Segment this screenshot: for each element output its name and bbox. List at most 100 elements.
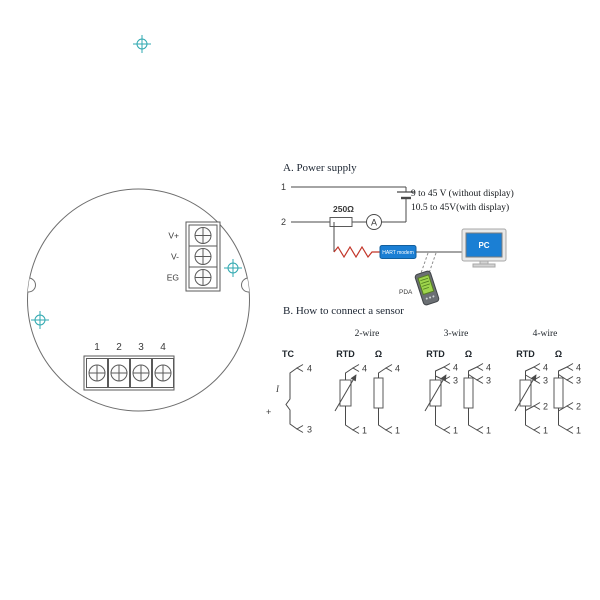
ohm-2wire-connector-4 bbox=[385, 364, 393, 372]
screw-terminal-1[interactable] bbox=[88, 364, 106, 382]
pc-monitor: PC bbox=[461, 228, 507, 268]
rtd-4wire-connector-1 bbox=[533, 426, 541, 434]
ohm-3wire-connector-3 bbox=[476, 376, 484, 384]
ohm-3wire-lead-1 bbox=[468, 408, 478, 431]
ohm-3wire-body bbox=[463, 377, 474, 409]
ohm-3wire-connector-4 bbox=[476, 363, 484, 371]
column-header-2wire: 2-wire bbox=[355, 329, 380, 339]
ohm-2wire-connector-1 bbox=[385, 426, 393, 434]
rtd-3wire-arrow bbox=[424, 374, 447, 412]
rtd-4wire-terminal-4: 4 bbox=[543, 363, 548, 373]
ohm-4wire-connector-2 bbox=[566, 402, 574, 410]
rtd-4wire-lead-3 bbox=[525, 374, 535, 381]
tc-label: TC bbox=[282, 349, 294, 359]
bottom-terminal-block: 1 2 3 4 bbox=[83, 342, 175, 391]
transmitter-housing: V+ V- EG 1 2 3 4 bbox=[27, 35, 250, 412]
ohm-4wire-body bbox=[553, 377, 564, 409]
bottom-block-cell-1 bbox=[86, 358, 108, 388]
rtd-3wire-terminal-3: 3 bbox=[453, 376, 458, 386]
pc-stand-base bbox=[472, 263, 496, 268]
screw-terminal-3[interactable] bbox=[132, 364, 150, 382]
rtd-4wire-lead-2 bbox=[525, 405, 535, 411]
rtd-3wire-lead-1 bbox=[435, 406, 445, 431]
ohm-2wire-top-lead bbox=[378, 367, 387, 378]
hart-zigzag-cable bbox=[333, 245, 380, 259]
ohm-2wire-diagram: Ω 4 1 bbox=[373, 349, 400, 436]
bottom-block-cell-2 bbox=[108, 358, 130, 388]
ohm-3wire-terminal-1: 1 bbox=[486, 426, 491, 436]
power-terminal-1-label: 1 bbox=[281, 182, 286, 192]
rtd-2wire-top-lead bbox=[345, 367, 354, 380]
column-header-3wire: 3-wire bbox=[444, 329, 469, 339]
ohm-2wire-label: Ω bbox=[375, 349, 382, 359]
rtd-3wire-terminal-1: 1 bbox=[453, 426, 458, 436]
ohm-3wire-lead-4 bbox=[468, 366, 478, 378]
sensor-section: B. How to connect a sensor 2-wire 3-wire… bbox=[266, 305, 581, 436]
ohm-4wire-lead-2 bbox=[558, 405, 568, 412]
side-block-cell-3 bbox=[188, 266, 218, 289]
rtd-3wire-lead-4 bbox=[435, 366, 445, 380]
ammeter-symbol: A bbox=[366, 214, 382, 230]
rtd-2wire-label: RTD bbox=[336, 349, 355, 359]
rtd-4wire-arrow bbox=[514, 374, 537, 412]
ohm-4wire-terminal-2: 2 bbox=[576, 402, 581, 412]
ohm-3wire-label: Ω bbox=[465, 349, 472, 359]
hart-modem: HART modem bbox=[379, 245, 417, 259]
resistor-box bbox=[329, 217, 353, 227]
ohm-4wire-label: Ω bbox=[555, 349, 562, 359]
bottom-terminal-number-1: 1 bbox=[94, 342, 100, 353]
rtd-4wire-terminal-3: 3 bbox=[543, 376, 548, 386]
tc-sensor-diagram: TC 4 3 I + bbox=[266, 349, 312, 435]
rtd-4wire-lead-4 bbox=[525, 366, 535, 380]
tc-wire bbox=[285, 367, 298, 430]
tc-terminal-4: 4 bbox=[307, 364, 312, 374]
mounting-crosshair-right bbox=[224, 259, 242, 277]
ohm-4wire-lead-1 bbox=[558, 408, 568, 431]
ohm-4wire-terminal-4: 4 bbox=[576, 363, 581, 373]
ohm-4wire-connector-4 bbox=[566, 363, 574, 371]
bottom-terminal-number-4: 4 bbox=[160, 342, 166, 353]
ohm-3wire-connector-1 bbox=[476, 426, 484, 434]
ohm-4wire-lead-3 bbox=[558, 374, 568, 381]
ohm-2wire-bottom-lead bbox=[378, 408, 387, 431]
ohm-4wire-connector-3 bbox=[566, 376, 574, 384]
tc-terminal-4-connector bbox=[296, 364, 304, 372]
voltage-note-line2: 10.5 to 45V(with display) bbox=[411, 202, 509, 213]
screw-terminal-vplus[interactable] bbox=[194, 227, 212, 244]
rtd-2wire-connector-4 bbox=[352, 364, 360, 372]
rtd-4wire-terminal-1: 1 bbox=[543, 426, 548, 436]
rtd-2wire-arrow bbox=[334, 374, 357, 412]
bottom-block-cell-3 bbox=[130, 358, 152, 388]
rtd-2wire-diagram: RTD 4 1 bbox=[334, 349, 367, 436]
screw-terminal-vminus[interactable] bbox=[194, 248, 212, 265]
ohm-4wire-terminal-1: 1 bbox=[576, 426, 581, 436]
screw-terminal-eg[interactable] bbox=[194, 269, 212, 286]
mounting-crosshair-top bbox=[133, 35, 151, 53]
pda-link-line-1 bbox=[419, 252, 429, 277]
rtd-4wire-connector-4 bbox=[533, 363, 541, 371]
bottom-terminal-number-2: 2 bbox=[116, 342, 122, 353]
screw-terminal-4[interactable] bbox=[154, 364, 172, 382]
ohm-4wire-lead-4 bbox=[558, 366, 568, 378]
ammeter-circle bbox=[366, 214, 382, 230]
mounting-crosshair-left bbox=[31, 311, 49, 329]
screw-terminal-2[interactable] bbox=[110, 364, 128, 382]
resistor-value-label: 250Ω bbox=[333, 204, 354, 214]
ohm-3wire-terminal-4: 4 bbox=[486, 363, 491, 373]
power-supply-heading: A. Power supply bbox=[283, 162, 357, 174]
rtd-4wire-label: RTD bbox=[516, 349, 535, 359]
pda-label: PDA bbox=[399, 289, 413, 296]
bottom-block-cell-4 bbox=[152, 358, 174, 388]
tc-polarity-plus: + bbox=[266, 407, 271, 417]
ohm-4wire-diagram: Ω 4 3 2 1 bbox=[553, 349, 581, 436]
pc-screen bbox=[465, 232, 503, 258]
ohm-3wire-diagram: Ω 4 3 1 bbox=[463, 349, 491, 436]
ammeter-letter: A bbox=[371, 218, 377, 228]
rtd-3wire-connector-4 bbox=[443, 363, 451, 371]
column-header-4wire: 4-wire bbox=[533, 329, 558, 339]
side-terminal-block: V+ V- EG bbox=[167, 221, 221, 292]
sensor-section-heading: B. How to connect a sensor bbox=[283, 305, 404, 317]
rtd-2wire-bottom-lead bbox=[345, 406, 354, 431]
tc-terminal-3: 3 bbox=[307, 425, 312, 435]
